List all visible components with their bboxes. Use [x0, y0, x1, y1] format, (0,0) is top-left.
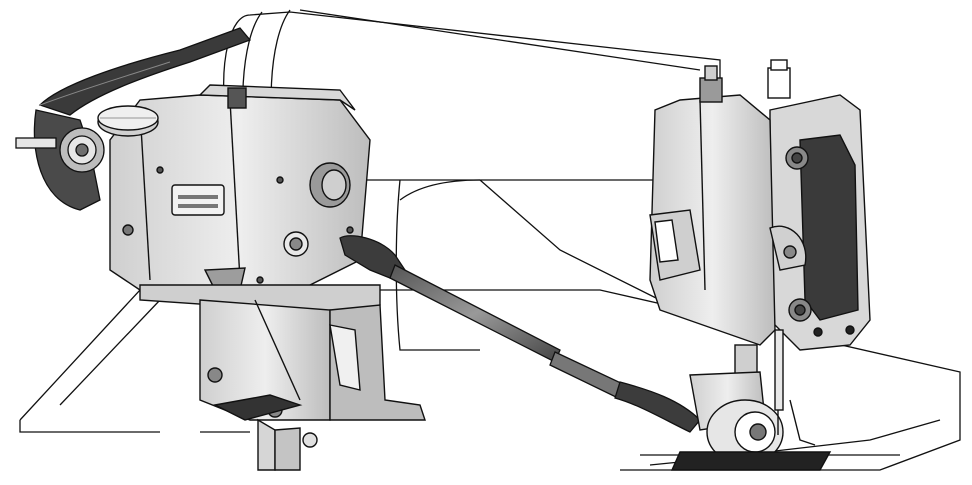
belt [15, 27, 252, 211]
drive-shaft [339, 235, 701, 433]
roller-assembly [670, 344, 832, 471]
feeder-unit [97, 84, 371, 291]
mounting-bracket [139, 284, 426, 471]
sewing-head [649, 59, 871, 446]
